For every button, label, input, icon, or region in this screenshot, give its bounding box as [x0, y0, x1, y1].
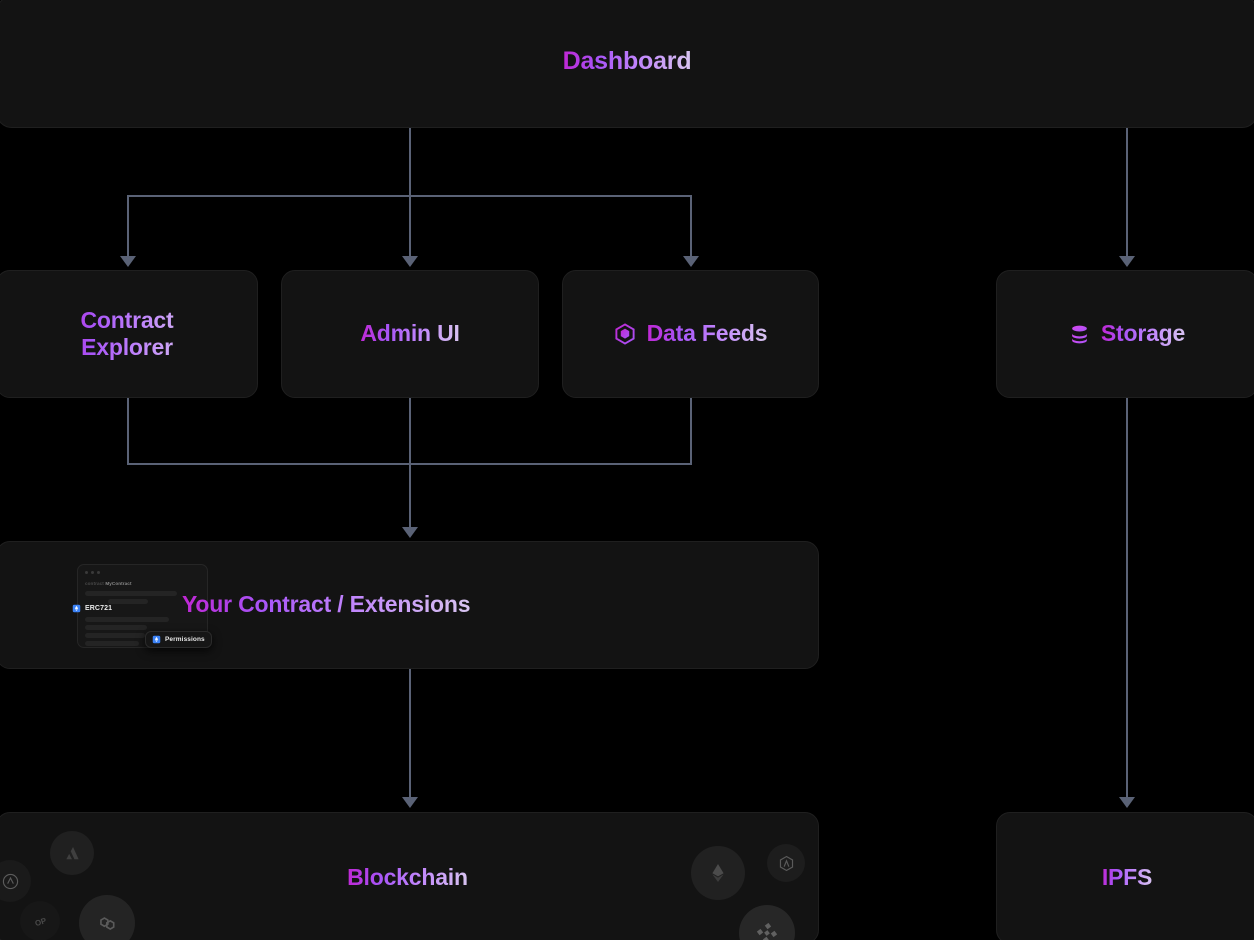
node-storage-label: Storage: [1100, 320, 1186, 347]
arbitrum-nova-logo: [0, 860, 31, 902]
badge-erc721-label: ERC721: [85, 605, 113, 612]
node-ipfs[interactable]: IPFS: [996, 812, 1254, 940]
edge-dashboard-to-data-feeds: [690, 195, 692, 258]
node-your-contract[interactable]: contract MyContract ERC721: [0, 541, 819, 669]
edge-arrow-admin-ui: [402, 256, 418, 267]
svg-text:OP: OP: [33, 916, 47, 928]
edge-arrow-blockchain: [402, 797, 418, 808]
code-line: [85, 617, 169, 622]
node-admin-ui-label: Admin UI: [360, 320, 460, 347]
ethereum-mark-icon: [152, 635, 161, 644]
code-keyword: contract: [85, 581, 104, 586]
edge-your-contract-to-blockchain: [409, 669, 411, 799]
code-line: [85, 625, 147, 630]
badge-permissions[interactable]: Permissions: [145, 631, 212, 648]
badge-permissions-label: Permissions: [165, 636, 205, 643]
node-ipfs-label: IPFS: [1101, 864, 1153, 891]
database-icon: [1069, 324, 1090, 345]
node-dashboard[interactable]: Dashboard: [0, 0, 1254, 128]
chainlink-icon: [614, 323, 636, 345]
node-blockchain-label: Blockchain: [347, 864, 468, 891]
edge-storage-to-ipfs: [1126, 398, 1128, 799]
binance-logo: [739, 905, 795, 940]
node-your-contract-label: Your Contract / Extensions: [182, 591, 471, 618]
node-admin-ui[interactable]: Admin UI: [281, 270, 539, 398]
edge-dashboard-to-admin-ui: [409, 128, 411, 258]
node-blockchain[interactable]: OP: [0, 812, 819, 940]
polygon-logo: [79, 895, 135, 940]
node-data-feeds-label: Data Feeds: [646, 320, 768, 347]
code-line: [85, 591, 177, 596]
edge-arrow-storage: [1119, 256, 1135, 267]
window-dots: [85, 571, 100, 574]
node-contract-explorer-label: Contract Explorer: [52, 307, 202, 361]
edge-dashboard-to-storage: [1126, 128, 1128, 258]
edge-arrow-data-feeds: [683, 256, 699, 267]
avalanche-logo: [50, 831, 94, 875]
edge-arrow-your-contract: [402, 527, 418, 538]
ethereum-logo: [691, 846, 745, 900]
node-data-feeds[interactable]: Data Feeds: [562, 270, 819, 398]
edge-arrow-ipfs: [1119, 797, 1135, 808]
edge-dashboard-to-contract-explorer: [127, 195, 129, 258]
node-dashboard-label: Dashboard: [562, 47, 692, 76]
code-contract-name: MyContract: [105, 581, 132, 586]
code-line-contract-declaration: contract MyContract: [85, 581, 132, 586]
badge-erc721[interactable]: ERC721: [72, 604, 112, 613]
node-storage[interactable]: Storage: [996, 270, 1254, 398]
node-contract-explorer[interactable]: Contract Explorer: [0, 270, 258, 398]
edge-dashboard-bus: [128, 195, 692, 197]
edge-contract-explorer-down: [127, 398, 129, 464]
edge-admin-ui-down: [409, 398, 411, 529]
arbitrum-logo: [767, 844, 805, 882]
code-line: [85, 641, 139, 646]
optimism-logo: OP: [20, 901, 60, 940]
ethereum-mark-icon: [72, 604, 81, 613]
code-card-illustration: contract MyContract ERC721: [72, 564, 212, 648]
code-line: [108, 599, 148, 604]
edge-data-feeds-down: [690, 398, 692, 464]
edge-arrow-contract-explorer: [120, 256, 136, 267]
code-line: [85, 633, 145, 638]
